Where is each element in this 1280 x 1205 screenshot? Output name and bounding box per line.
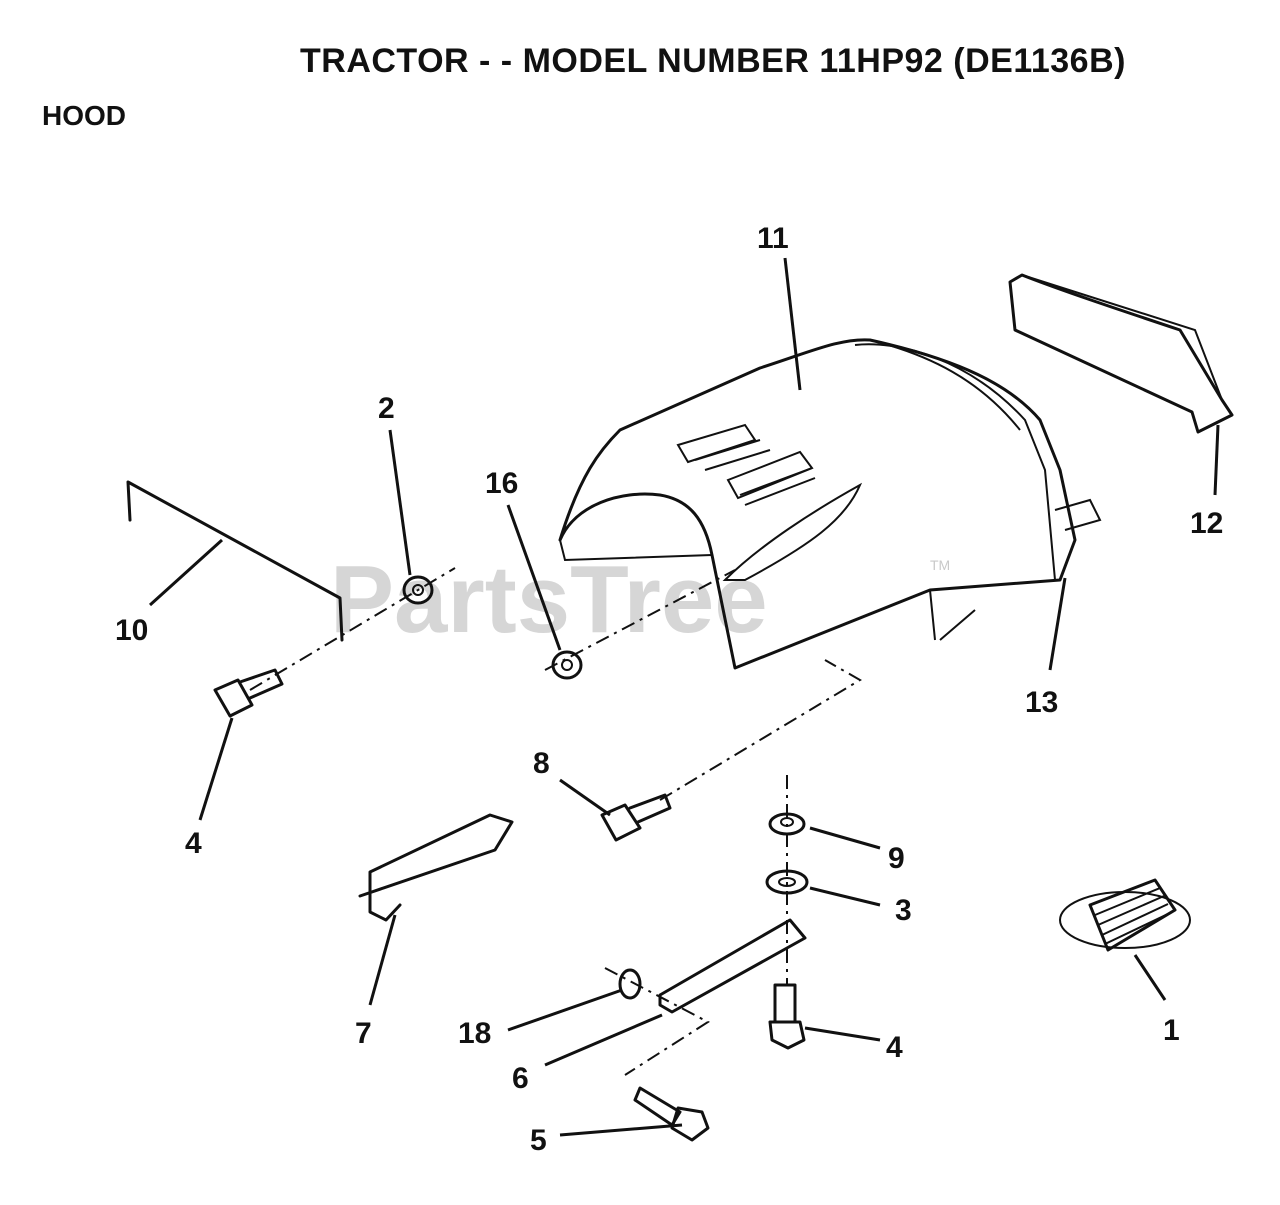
leader-12	[1213, 424, 1220, 496]
leader-4-left	[198, 717, 234, 821]
watermark: PartsTree	[330, 546, 768, 653]
leader-16	[506, 504, 562, 651]
spring-part-1[interactable]	[1059, 878, 1191, 952]
watermark-trademark: TM	[930, 557, 950, 573]
leader-3	[809, 886, 881, 907]
callout-1: 1	[1163, 1014, 1180, 1047]
alignment-line-lower	[604, 967, 710, 1076]
callout-12: 12	[1190, 507, 1223, 540]
section-label: HOOD	[42, 100, 126, 131]
diagram-title: TRACTOR - - MODEL NUMBER 11HP92 (DE1136B…	[300, 42, 1126, 80]
callout-18: 18	[458, 1017, 491, 1050]
leader-7	[368, 914, 397, 1006]
bolt-part-4-right[interactable]	[768, 983, 806, 1050]
alignment-line-upper	[249, 567, 456, 691]
callout-3: 3	[895, 894, 912, 927]
leader-2	[388, 429, 412, 576]
callout-2: 2	[378, 392, 395, 425]
callout-10: 10	[115, 614, 148, 647]
leader-10	[148, 538, 224, 607]
callout-8: 8	[533, 747, 550, 780]
washer-part-18[interactable]	[618, 968, 642, 1000]
leader-1	[1133, 954, 1167, 1001]
callout-16: 16	[485, 467, 518, 500]
callout-4-right: 4	[886, 1031, 903, 1064]
hood-trim-part[interactable]	[1008, 273, 1234, 434]
alignment-line-hood	[544, 569, 736, 671]
alignment-line-bolt-8	[659, 659, 862, 801]
leader-5	[559, 1123, 683, 1137]
callout-4-left: 4	[185, 827, 202, 860]
callout-9: 9	[888, 842, 905, 875]
bracket-part-7[interactable]	[358, 813, 514, 922]
hood-part[interactable]	[558, 338, 1102, 670]
leader-4-right	[804, 1026, 881, 1042]
leader-13	[1048, 577, 1067, 671]
callout-11: 11	[757, 222, 789, 255]
leader-6	[544, 1013, 663, 1067]
bolt-part-5[interactable]	[633, 1086, 710, 1142]
bolt-part-4-left[interactable]	[213, 668, 284, 718]
leader-11	[783, 257, 802, 391]
bolt-part-8[interactable]	[600, 793, 672, 842]
bracket-part-6[interactable]	[658, 918, 807, 1014]
callout-6: 6	[512, 1062, 529, 1095]
hood-rod-part[interactable]	[126, 480, 344, 642]
leader-8	[559, 778, 611, 817]
callout-13: 13	[1025, 686, 1058, 719]
leader-9	[809, 826, 881, 850]
callout-7: 7	[355, 1017, 372, 1050]
callout-5: 5	[530, 1124, 547, 1157]
leader-18	[507, 988, 623, 1032]
nut-part-16[interactable]	[551, 650, 583, 680]
nut-part-2[interactable]	[402, 575, 434, 605]
